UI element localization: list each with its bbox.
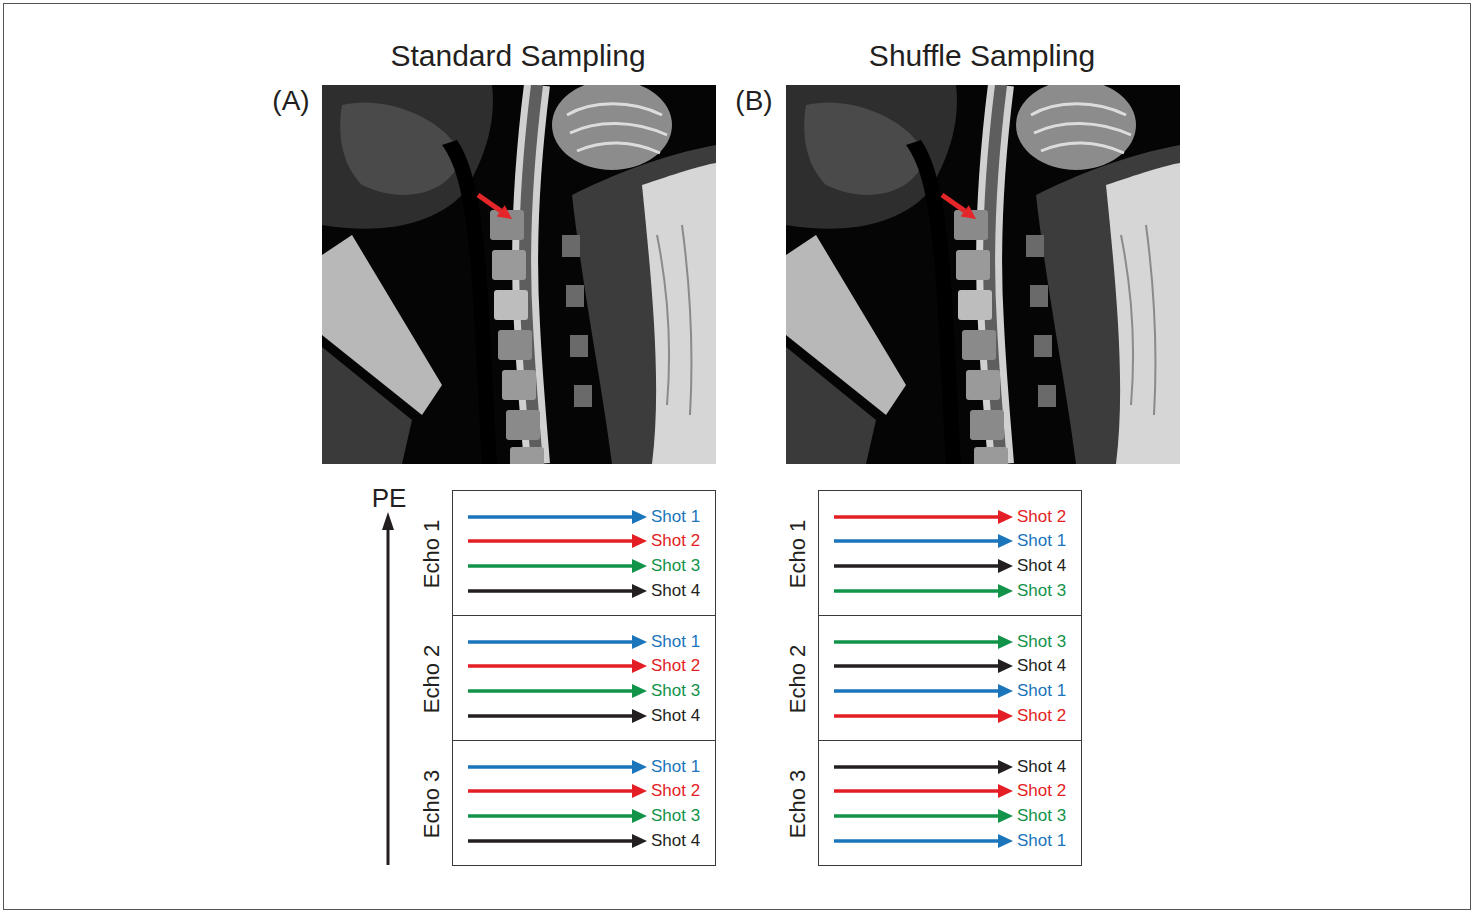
shot-label: Shot 4 (651, 581, 700, 601)
shot-label: Shot 4 (651, 706, 700, 726)
shot-arrow-head (632, 659, 647, 673)
shot-arrow-head (998, 584, 1013, 598)
shot-arrow-line (834, 664, 999, 668)
echo-label: Echo 2 (785, 616, 811, 742)
shot-arrow-line (468, 640, 633, 644)
figure-frame (4, 4, 1471, 910)
shot-arrow-head (632, 834, 647, 848)
shot-arrow-head (632, 584, 647, 598)
shot-label: Shot 1 (651, 632, 700, 652)
echo-label: Echo 2 (419, 616, 445, 742)
shot-label: Shot 2 (1017, 781, 1066, 801)
shot-arrow-line (468, 539, 633, 543)
shot-arrow-line (834, 515, 999, 519)
echo-label: Echo 3 (785, 741, 811, 867)
echo-label: Echo 1 (785, 491, 811, 617)
panel-title: Shuffle Sampling (869, 39, 1095, 72)
shot-label: Shot 3 (651, 556, 700, 576)
shot-label: Shot 4 (1017, 556, 1066, 576)
shot-arrow-line (834, 589, 999, 593)
shot-label: Shot 1 (1017, 531, 1066, 551)
shot-label: Shot 4 (651, 831, 700, 851)
shot-arrow-head (632, 760, 647, 774)
shot-arrow-head (632, 510, 647, 524)
panel-letter: (B) (735, 86, 772, 117)
shot-arrow-line (834, 640, 999, 644)
shot-label: Shot 1 (1017, 831, 1066, 851)
shot-arrow-head (998, 510, 1013, 524)
shot-arrow-line (834, 564, 999, 568)
shot-arrow-line (468, 564, 633, 568)
shot-arrow-line (834, 539, 999, 543)
echo-box: Echo 2Shot 3Shot 4Shot 1Shot 2 (818, 615, 1082, 741)
shot-arrow-head (632, 534, 647, 548)
shot-label: Shot 1 (651, 757, 700, 777)
shot-arrow-head (998, 809, 1013, 823)
shot-arrow-head (998, 784, 1013, 798)
shot-label: Shot 4 (1017, 757, 1066, 777)
shot-arrow-line (468, 515, 633, 519)
shot-arrow-head (632, 635, 647, 649)
shot-arrow-head (998, 709, 1013, 723)
panel-title: Standard Sampling (390, 39, 645, 72)
shot-arrow-line (468, 839, 633, 843)
shot-arrow-line (468, 689, 633, 693)
shot-label: Shot 3 (1017, 581, 1066, 601)
shot-arrow-line (834, 689, 999, 693)
shot-arrow-head (632, 559, 647, 573)
mri-image (786, 80, 1180, 477)
shot-arrow-line (468, 765, 633, 769)
echo-label: Echo 3 (419, 741, 445, 867)
axis-label: PE (372, 484, 407, 513)
shot-arrow-line (468, 664, 633, 668)
shot-arrow-line (468, 714, 633, 718)
shot-arrow-head (998, 760, 1013, 774)
shot-arrow-head (998, 684, 1013, 698)
shot-arrow-head (632, 709, 647, 723)
echo-box: Echo 3Shot 4Shot 2Shot 3Shot 1 (818, 740, 1082, 866)
shot-arrow-line (834, 814, 999, 818)
echo-box: Echo 1Shot 2Shot 1Shot 4Shot 3 (818, 490, 1082, 616)
shot-arrow-head (998, 659, 1013, 673)
shot-arrow-line (468, 589, 633, 593)
shot-arrow-head (632, 684, 647, 698)
shot-arrow-line (468, 814, 633, 818)
shot-arrow-head (632, 809, 647, 823)
echo-box: Echo 3Shot 1Shot 2Shot 3Shot 4 (452, 740, 716, 866)
shot-arrow-line (834, 714, 999, 718)
panel-letter: (A) (272, 86, 309, 117)
shot-label: Shot 3 (1017, 632, 1066, 652)
mri-image (322, 80, 716, 477)
shot-arrow-head (998, 534, 1013, 548)
echo-label: Echo 1 (419, 491, 445, 617)
shot-label: Shot 2 (651, 656, 700, 676)
shot-arrow-head (632, 784, 647, 798)
shot-arrow-line (834, 765, 999, 769)
shot-arrow-line (468, 789, 633, 793)
echo-box: Echo 2Shot 1Shot 2Shot 3Shot 4 (452, 615, 716, 741)
shot-arrow-head (998, 635, 1013, 649)
shot-arrow-line (834, 789, 999, 793)
echo-box: Echo 1Shot 1Shot 2Shot 3Shot 4 (452, 490, 716, 616)
shot-label: Shot 2 (1017, 507, 1066, 527)
shot-label: Shot 3 (651, 681, 700, 701)
shot-arrow-head (998, 559, 1013, 573)
shot-arrow-head (998, 834, 1013, 848)
shot-label: Shot 4 (1017, 656, 1066, 676)
shot-label: Shot 2 (651, 781, 700, 801)
shot-label: Shot 1 (1017, 681, 1066, 701)
shot-label: Shot 1 (651, 507, 700, 527)
shot-label: Shot 3 (1017, 806, 1066, 826)
shot-arrow-line (834, 839, 999, 843)
pe-axis-head (382, 512, 394, 530)
shot-label: Shot 3 (651, 806, 700, 826)
pe-axis-line (387, 528, 390, 865)
shot-label: Shot 2 (651, 531, 700, 551)
shot-label: Shot 2 (1017, 706, 1066, 726)
